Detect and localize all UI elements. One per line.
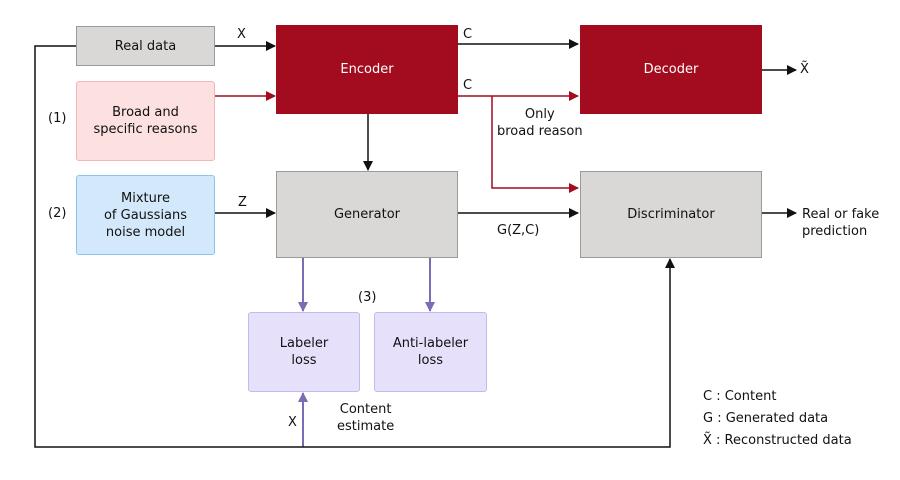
legend-generated: G : Generated data (703, 411, 829, 426)
discriminator-box: Discriminator (580, 171, 762, 258)
edge-label-only-broad-reason: Only broad reason (497, 107, 583, 139)
step-marker-1: (1) (48, 111, 67, 126)
arrow-realdata-loop (34, 45, 675, 448)
arrow-broad-reason-discriminator (491, 96, 579, 193)
legend-content: C : Content (703, 389, 777, 404)
edge-label-x-hat: X̃ (800, 62, 809, 77)
encoder-box: Encoder (276, 25, 458, 114)
edge-label-z: Z (238, 195, 247, 210)
reasons-box: Broad and specific reasons (76, 81, 215, 161)
legend-reconstructed: X̃ : Reconstructed data (703, 433, 852, 448)
edge-label-content-estimate: Content estimate (337, 402, 395, 434)
decoder-box: Decoder (580, 25, 762, 114)
edge-label-x-real: X (237, 27, 246, 42)
legend: C : Content G : Generated data X̃ : Reco… (703, 386, 852, 452)
anti-labeler-loss-box: Anti-labeler loss (374, 312, 487, 392)
edge-label-real-or-fake: Real or fake prediction (802, 207, 880, 239)
edge-label-x-bottom: X (288, 415, 297, 430)
edge-label-gzc: G(Z,C) (497, 223, 540, 238)
labeler-loss-box: Labeler loss (248, 312, 360, 392)
step-marker-3: (3) (358, 290, 377, 305)
edge-label-c-top: C (463, 27, 473, 42)
step-marker-2: (2) (48, 206, 67, 221)
edge-label-c-mid: C (463, 78, 473, 93)
mixture-noise-box: Mixture of Gaussians noise model (76, 175, 215, 255)
real-data-box: Real data (76, 26, 215, 66)
generator-box: Generator (276, 171, 458, 258)
